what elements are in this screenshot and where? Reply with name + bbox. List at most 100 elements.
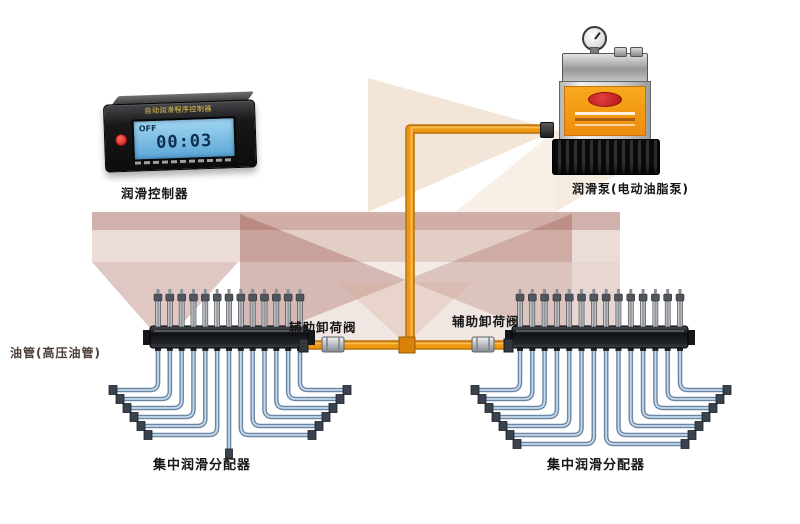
injector-cap (552, 293, 562, 302)
tube-end-fitting (314, 421, 324, 431)
injector-pin (578, 299, 585, 328)
pipe-connector-right (503, 338, 514, 353)
injector-pin (214, 299, 220, 328)
injector-pin (541, 299, 548, 328)
lube-tube-highlight (679, 346, 727, 391)
lube-tube-highlight (125, 346, 183, 409)
label-pump: 润滑泵(电动油脂泵) (572, 182, 689, 196)
tube-end-fitting (477, 394, 487, 404)
lube-tube-highlight (263, 346, 326, 418)
injector-cap (638, 293, 648, 302)
main-pipe-highlight (410, 126, 548, 341)
tube-end-fitting (687, 430, 697, 440)
distributor-left (108, 289, 352, 459)
injector-pin (640, 299, 646, 328)
label-distributor-left: 集中润滑分配器 (153, 458, 252, 473)
tube-end-fitting (722, 385, 732, 395)
injector-pin (190, 299, 197, 328)
injector-pin (529, 299, 536, 328)
tube-end-fitting (143, 430, 153, 440)
lube-tube-highlight (501, 346, 571, 427)
injector-pin (249, 299, 256, 328)
lube-tube-highlight (132, 346, 195, 418)
tube-end-fitting (225, 448, 233, 459)
injector-cap (260, 293, 269, 302)
injector-cap (601, 293, 611, 302)
lube-tube-highlight (654, 346, 713, 409)
injector-tip (180, 289, 184, 294)
pump-device (540, 26, 660, 175)
injector-cap (651, 293, 660, 302)
tube-end-fitting (122, 403, 132, 413)
controller-lcd: OFF 00:03 (131, 116, 237, 162)
injector-cap (272, 293, 281, 302)
tube-end-fitting (307, 430, 317, 440)
injector-cap (236, 293, 246, 302)
injector-pin (238, 299, 244, 328)
main-pipe (406, 125, 548, 341)
injector-pin (664, 299, 671, 328)
injector-tip (156, 289, 160, 294)
injector-cap (177, 293, 186, 302)
lube-tube-highlight (251, 346, 319, 427)
tube-end-fitting (470, 385, 480, 395)
injector-cap (165, 293, 175, 302)
injector-pin (615, 299, 622, 328)
injector-cap (528, 293, 537, 302)
lube-tube (109, 344, 161, 393)
tube-end-fitting (505, 430, 515, 440)
injector-tip (616, 289, 620, 294)
injector-cap (577, 293, 586, 302)
injector-pin (554, 299, 560, 328)
lube-tube (677, 344, 729, 393)
injector-cap (248, 293, 257, 302)
injector-tip (286, 289, 290, 294)
distributor-right (470, 289, 732, 449)
lcd-time-display: 00:03 (155, 130, 213, 153)
pipe-fittings (298, 336, 514, 353)
injector-cap (283, 293, 293, 302)
injector-pin (591, 299, 597, 328)
lube-tube (297, 344, 349, 393)
injector-tip (580, 289, 584, 294)
lube-tube-highlight (480, 346, 534, 400)
lube-tube-highlight (494, 346, 558, 418)
injector-tip (168, 289, 172, 294)
tube-end-fitting (484, 403, 494, 413)
auxiliary-unload-valve-left (321, 336, 345, 353)
injector-pin (261, 299, 268, 328)
injector-pin (155, 299, 161, 328)
controller-device: 自动润滑程序控制器 OFF 00:03 (102, 89, 258, 178)
pump-motor-base (552, 139, 660, 175)
label-controller: 润滑控制器 (121, 186, 189, 201)
manifold-body (511, 325, 689, 349)
injector-tip (555, 289, 559, 294)
sticker-text-line (575, 124, 635, 126)
tube-end-fitting (715, 394, 725, 404)
lube-tube-highlight (515, 346, 595, 445)
tube-end-fitting (115, 394, 125, 404)
injector-cap (614, 293, 623, 302)
injector-tip (641, 289, 645, 294)
tube-end-fitting (680, 439, 690, 449)
injector-tip (543, 289, 547, 294)
injector-cap (626, 293, 636, 302)
injector-tip (203, 289, 207, 294)
lube-tube (471, 344, 523, 393)
injector-pin (226, 299, 232, 328)
injector-pin (603, 299, 609, 328)
lube-tube-highlight (487, 346, 546, 409)
injector-cap (515, 293, 525, 302)
pump-logo-icon (588, 92, 622, 107)
lube-tube-highlight (666, 346, 720, 400)
injector-cap (540, 293, 549, 302)
tube-end-fitting (708, 403, 718, 413)
pipe-connector-left (298, 338, 309, 353)
tube-end-fitting (491, 412, 501, 422)
injector-cap (295, 293, 305, 302)
tube-end-fitting (321, 412, 331, 422)
lube-tube-highlight (605, 346, 685, 445)
injector-tip (678, 289, 682, 294)
injector-pin (273, 299, 280, 328)
